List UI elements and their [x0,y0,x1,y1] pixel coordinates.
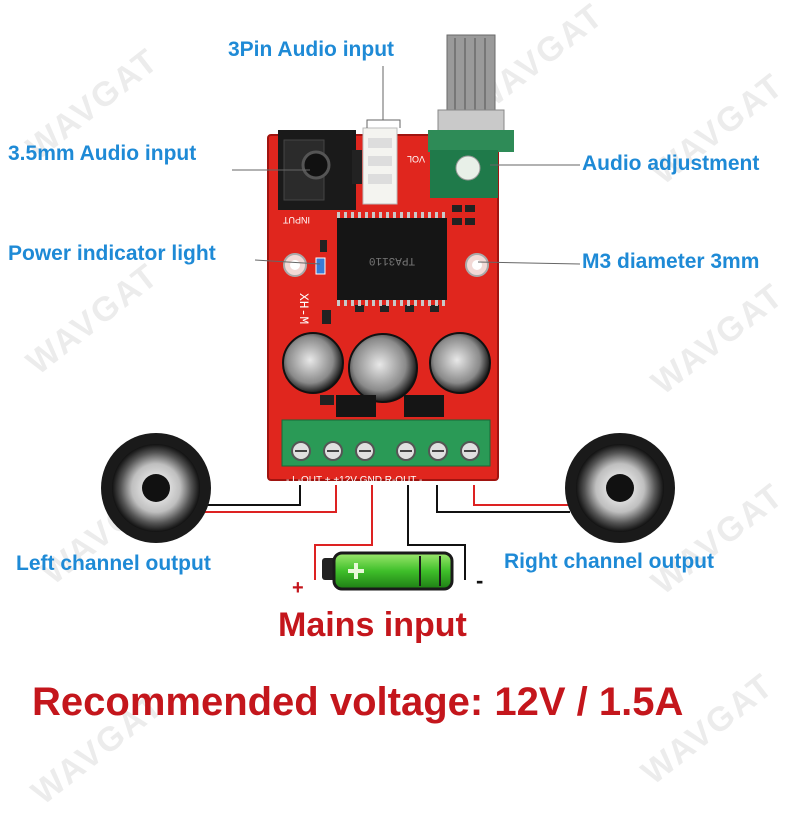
silkscreen-input: INPUT [282,215,310,225]
terminal-block [281,419,491,467]
pointer-lines [232,66,581,265]
label-audio-adjustment: Audio adjustment [582,152,760,175]
silkscreen-vol: VOL [407,154,425,164]
label-3pin-audio-input: 3Pin Audio input [228,38,395,61]
recommended-voltage: Recommended voltage: 12V / 1.5A [32,680,684,724]
label-m3-diameter: M3 diameter 3mm [582,250,760,273]
3pin-connector [362,127,398,205]
speaker-icon [101,433,211,543]
capacitor-icon [282,332,491,403]
power-led [315,257,326,275]
speaker-icon [565,433,675,543]
label-35mm-audio-input: 3.5mm Audio input [8,142,197,165]
mains-input-title: Mains input [278,606,467,644]
potentiometer-icon [428,34,514,198]
chip-text: TPA3110 [369,254,415,266]
label-right-channel-output: Right channel output [504,550,714,573]
wires [205,485,570,580]
silkscreen-model: XH-M [296,293,311,324]
amp-chip: TPA3110 [337,212,447,306]
battery-minus: - [476,568,483,593]
mounting-hole [472,260,482,270]
label-power-indicator: Power indicator light [8,242,216,265]
battery-plus: + [292,577,304,599]
label-left-channel-output: Left channel output [16,552,211,575]
battery-icon [322,551,454,591]
mounting-hole [290,260,300,270]
terminal-labels: - L-OUT + +12V GND R-OUT - [286,475,422,486]
